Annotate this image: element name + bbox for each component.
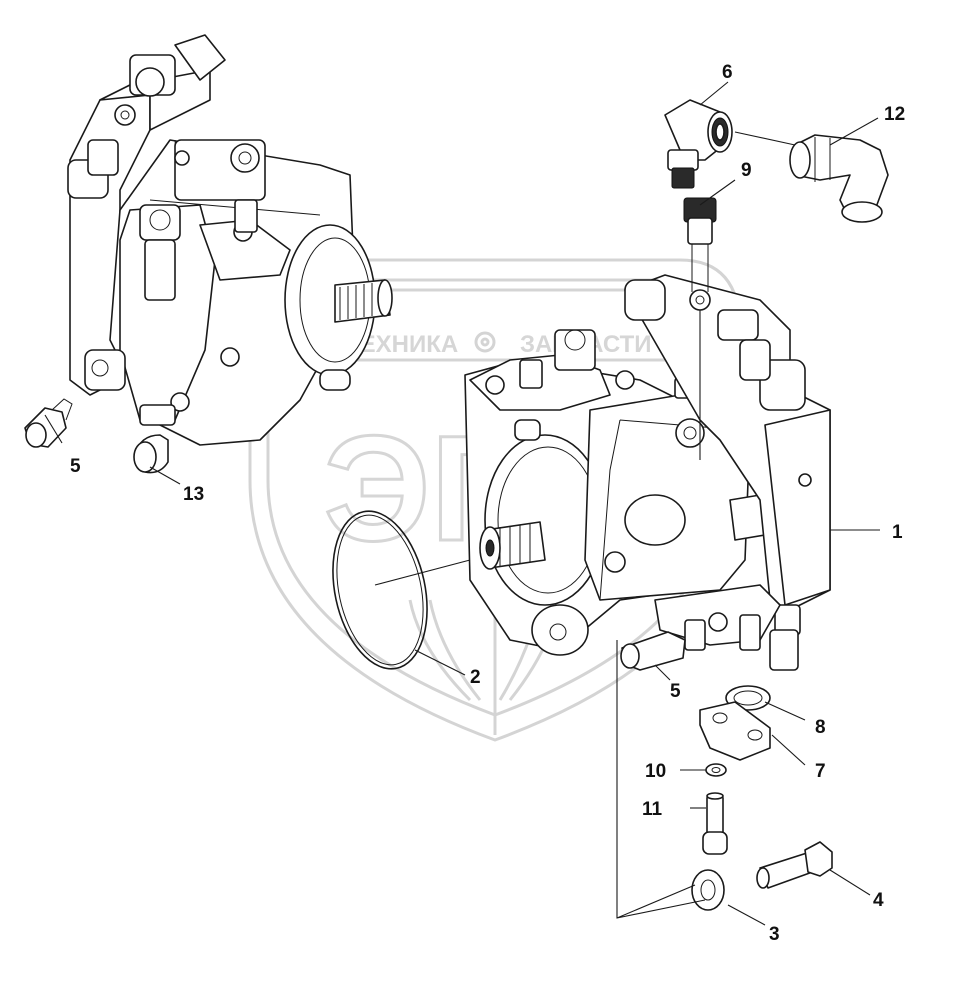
- washer-large: [691, 869, 725, 911]
- adapter-fitting: [683, 197, 717, 292]
- callout-8: 8: [815, 717, 826, 738]
- callout-5-left: 5: [70, 456, 81, 477]
- main-pump-assembly: [464, 329, 766, 656]
- leader-lines: [44, 81, 880, 926]
- callout-5-right: 5: [670, 681, 681, 702]
- rear-pump-assembly: [67, 34, 393, 446]
- callout-2: 2: [470, 667, 481, 688]
- cap-left: [133, 434, 169, 474]
- cap-screw: [702, 792, 728, 855]
- callout-11: 11: [642, 799, 663, 820]
- callout-9: 9: [741, 160, 752, 181]
- elbow-fitting: [664, 99, 733, 189]
- plug-left: [24, 398, 73, 448]
- callout-1: 1: [892, 522, 903, 543]
- callout-3: 3: [769, 924, 780, 945]
- elbow-connector: [789, 134, 889, 223]
- o-ring: [332, 510, 428, 670]
- callout-6: 6: [722, 62, 733, 83]
- callout-12: 12: [884, 104, 905, 125]
- washer-small: [705, 763, 727, 777]
- callouts: 1 2 3 4 5 5 6 7 8 9 10 11 12 13: [70, 62, 905, 945]
- callout-13: 13: [183, 484, 204, 505]
- callout-10: 10: [645, 761, 666, 782]
- bolt: [756, 841, 833, 889]
- plug-right: [620, 631, 686, 671]
- gear-icon: [474, 331, 496, 353]
- half-clamp: [699, 701, 771, 761]
- callout-7: 7: [815, 761, 826, 782]
- callout-4: 4: [873, 890, 884, 911]
- valve-block: [624, 274, 831, 671]
